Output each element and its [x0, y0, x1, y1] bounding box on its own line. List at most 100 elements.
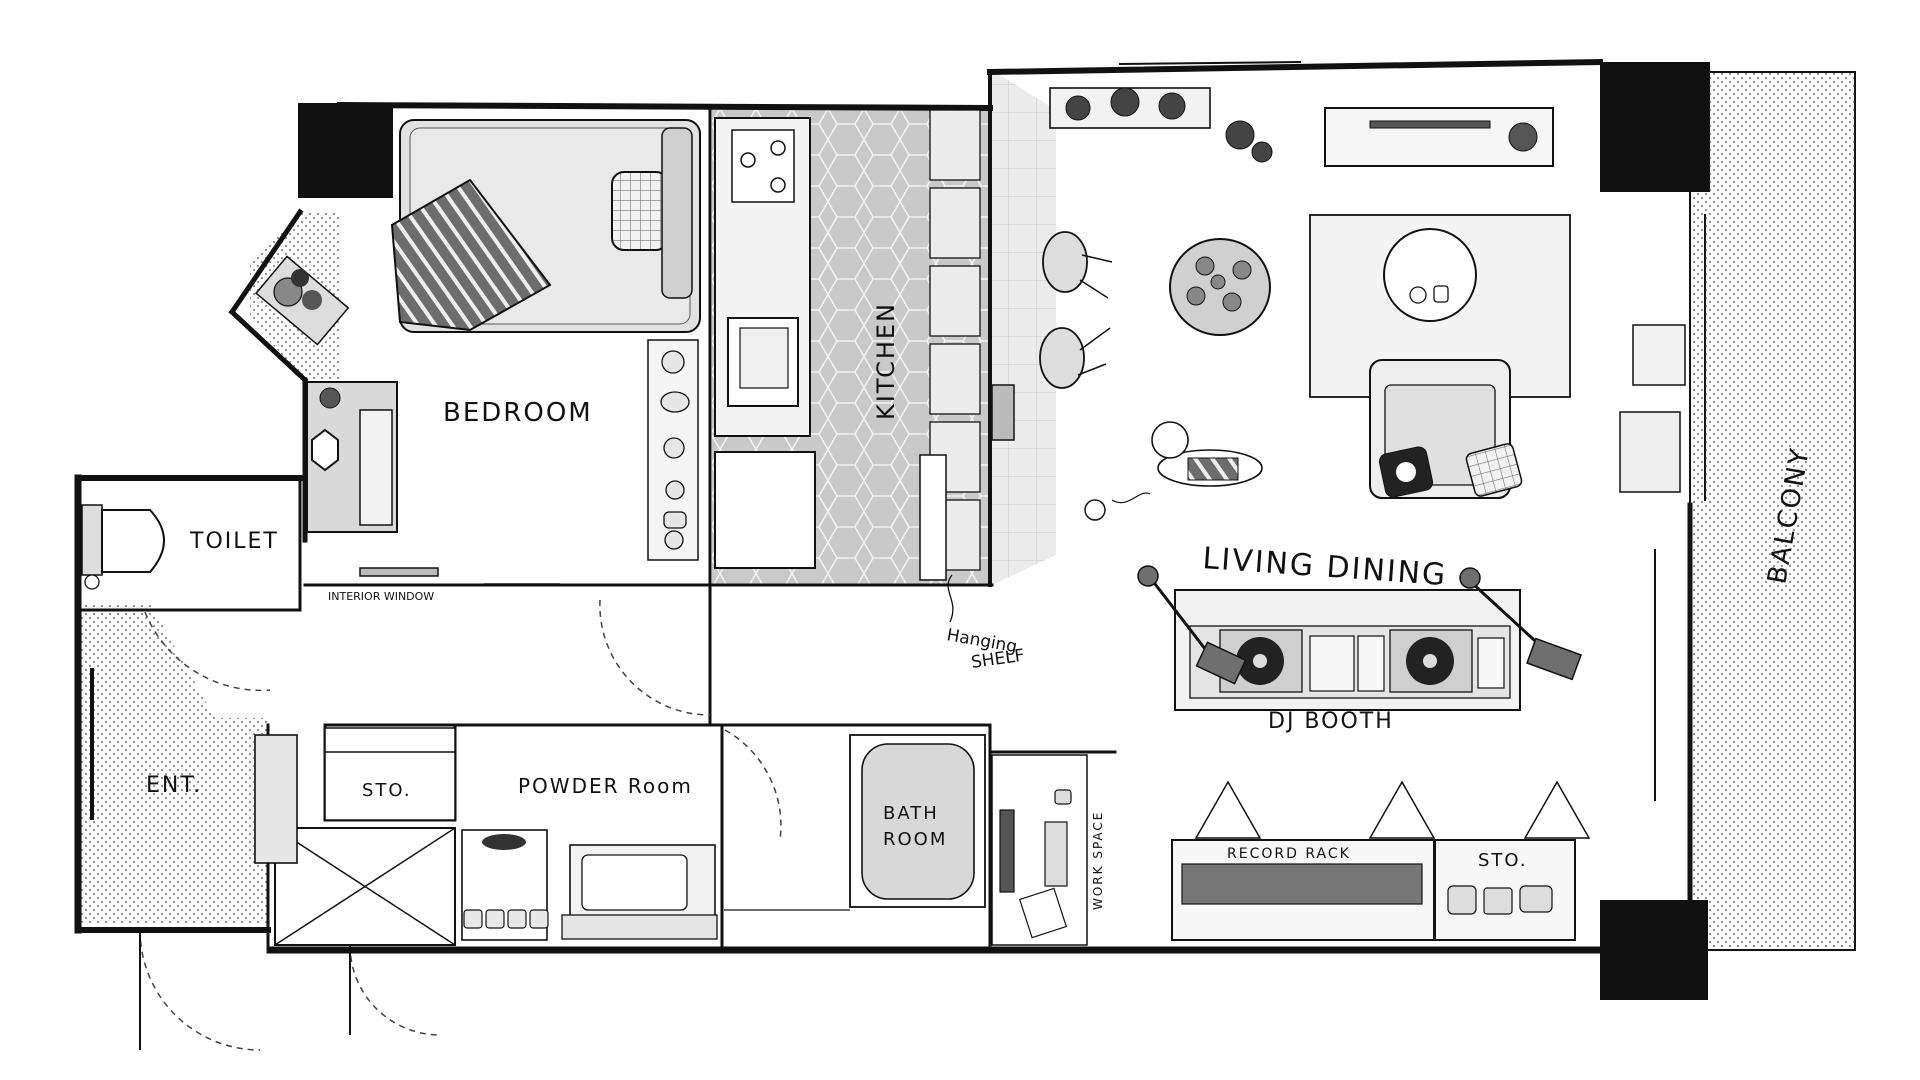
- room-label-dj-booth: DJ BOOTH: [1268, 709, 1394, 734]
- door-toilet: [144, 611, 271, 692]
- counter-floor: [992, 70, 1056, 585]
- dresser-drawers: [359, 409, 393, 526]
- plant-tv-console: [1508, 122, 1538, 152]
- toilet-bowl: [101, 509, 165, 573]
- bath-room: BATH ROOM: [724, 734, 986, 911]
- bed-diag-upper: [228, 208, 304, 316]
- living-window-top: [1118, 60, 1302, 66]
- mixer-left: [1309, 635, 1355, 692]
- counter-cabinet: [919, 454, 947, 581]
- outer-wall-top-living: [986, 58, 1604, 76]
- dining-items: [1409, 285, 1449, 304]
- column-top-left: [298, 103, 393, 198]
- living-dining: LIVING DINING DJ BOOTH RECORD RA: [1049, 87, 1816, 941]
- bedroom: BEDROOM: [255, 119, 701, 585]
- balcony-floor: [1689, 71, 1856, 951]
- rack-triangles: [1194, 780, 1591, 839]
- shaft-x2: [273, 826, 457, 947]
- entrance: ENT. STO.: [90, 668, 456, 864]
- toilet-paper: [84, 574, 100, 590]
- tv: [1369, 120, 1491, 129]
- small-storage: [324, 727, 456, 821]
- bar-stool-legs: [1077, 254, 1113, 376]
- hanging-shelf-pointer: [947, 574, 954, 623]
- powder-jars: [463, 909, 549, 929]
- cushion-dark-flower: [1396, 462, 1416, 482]
- powder-counter: [561, 914, 718, 940]
- annotation-interior-window: INTERIOR WINDOW: [328, 590, 434, 603]
- door-bath: [724, 729, 782, 841]
- room-label-powder-room: POWDER Room: [518, 774, 693, 798]
- balcony-ac-unit: [1632, 324, 1686, 386]
- powder-room: POWDER Room: [461, 774, 718, 941]
- dj-lamps: [1137, 565, 1582, 685]
- shelf-items: [660, 350, 690, 550]
- room-label-work-space: WORK SPACE: [1091, 811, 1105, 910]
- record-rack-slots: [1181, 863, 1423, 905]
- door-swings: [139, 599, 782, 1051]
- room-label-storage-small: STO.: [362, 780, 412, 801]
- room-label-living-dining: LIVING DINING: [1201, 541, 1448, 593]
- cushion-check: [1465, 443, 1523, 497]
- room-label-bath-room-line2: ROOM: [883, 829, 947, 850]
- mixer-right: [1357, 635, 1385, 692]
- kitchen: KITCHEN Hanging SHELF INTERIOR WINDOW: [328, 109, 1113, 673]
- hanging-shelf: [929, 109, 981, 571]
- turntable-left-label: [1253, 654, 1267, 668]
- washing-machine-drum: [482, 834, 526, 850]
- room-label-bedroom: BEDROOM: [443, 398, 593, 428]
- toilet-tank: [81, 504, 103, 576]
- desk-papers: [1018, 887, 1068, 939]
- bar-stools: [1039, 231, 1088, 389]
- burner-3: [770, 177, 786, 193]
- plant-bedroom-corner: [255, 255, 350, 346]
- fridge: [714, 451, 816, 569]
- bed-blanket: [390, 178, 552, 332]
- ball-trail: [1111, 492, 1151, 504]
- bed-headboard: [661, 127, 693, 299]
- mirror: [311, 428, 339, 472]
- toilet: TOILET: [81, 504, 277, 590]
- dining-table: [1383, 228, 1477, 322]
- outer-wall-top-bed: [336, 101, 994, 112]
- columns: [298, 62, 1710, 1000]
- desk-mug: [1054, 789, 1072, 805]
- turntable-right-label: [1423, 654, 1437, 668]
- balcony-basket: [1619, 411, 1681, 493]
- range-hood: [991, 384, 1015, 441]
- column-top-right: [1600, 62, 1710, 192]
- dj-speaker: [1477, 637, 1505, 689]
- bathtub-basin: [861, 743, 975, 900]
- door-shaft: [349, 944, 441, 1036]
- burner-1: [740, 152, 756, 168]
- bed-pillow: [611, 171, 669, 251]
- door-leaves: [139, 930, 351, 1050]
- plant-dresser: [319, 387, 341, 409]
- interior-window: [359, 567, 439, 577]
- room-label-storage-living: STO.: [1478, 850, 1528, 871]
- room-label-record-rack: RECORD RACK: [1227, 846, 1351, 862]
- plants-planter: [1065, 87, 1273, 163]
- walls: [74, 58, 1706, 954]
- dog: [1151, 421, 1263, 487]
- door-bedroom: [599, 599, 711, 716]
- entrance-floor: [78, 603, 268, 925]
- storage-items: [1447, 885, 1553, 915]
- room-label-entrance: ENT.: [146, 773, 202, 798]
- room-label-kitchen: KITCHEN: [872, 302, 900, 420]
- room-label-bath-room-line1: BATH: [883, 803, 939, 824]
- shoe-cabinet: [254, 734, 298, 864]
- monitor: [999, 809, 1015, 893]
- burner-2: [770, 140, 786, 156]
- tennis-ball: [1084, 499, 1106, 521]
- door-entrance: [139, 929, 261, 1051]
- column-bottom-right: [1600, 900, 1708, 1000]
- stove: [731, 129, 795, 203]
- work-space: WORK SPACE: [991, 754, 1105, 946]
- powder-wall: [453, 723, 992, 952]
- keyboard: [1044, 821, 1068, 887]
- ottoman-flowers: [1186, 256, 1252, 312]
- vanity-basin: [581, 854, 688, 911]
- bed-diag-lower: [228, 308, 309, 384]
